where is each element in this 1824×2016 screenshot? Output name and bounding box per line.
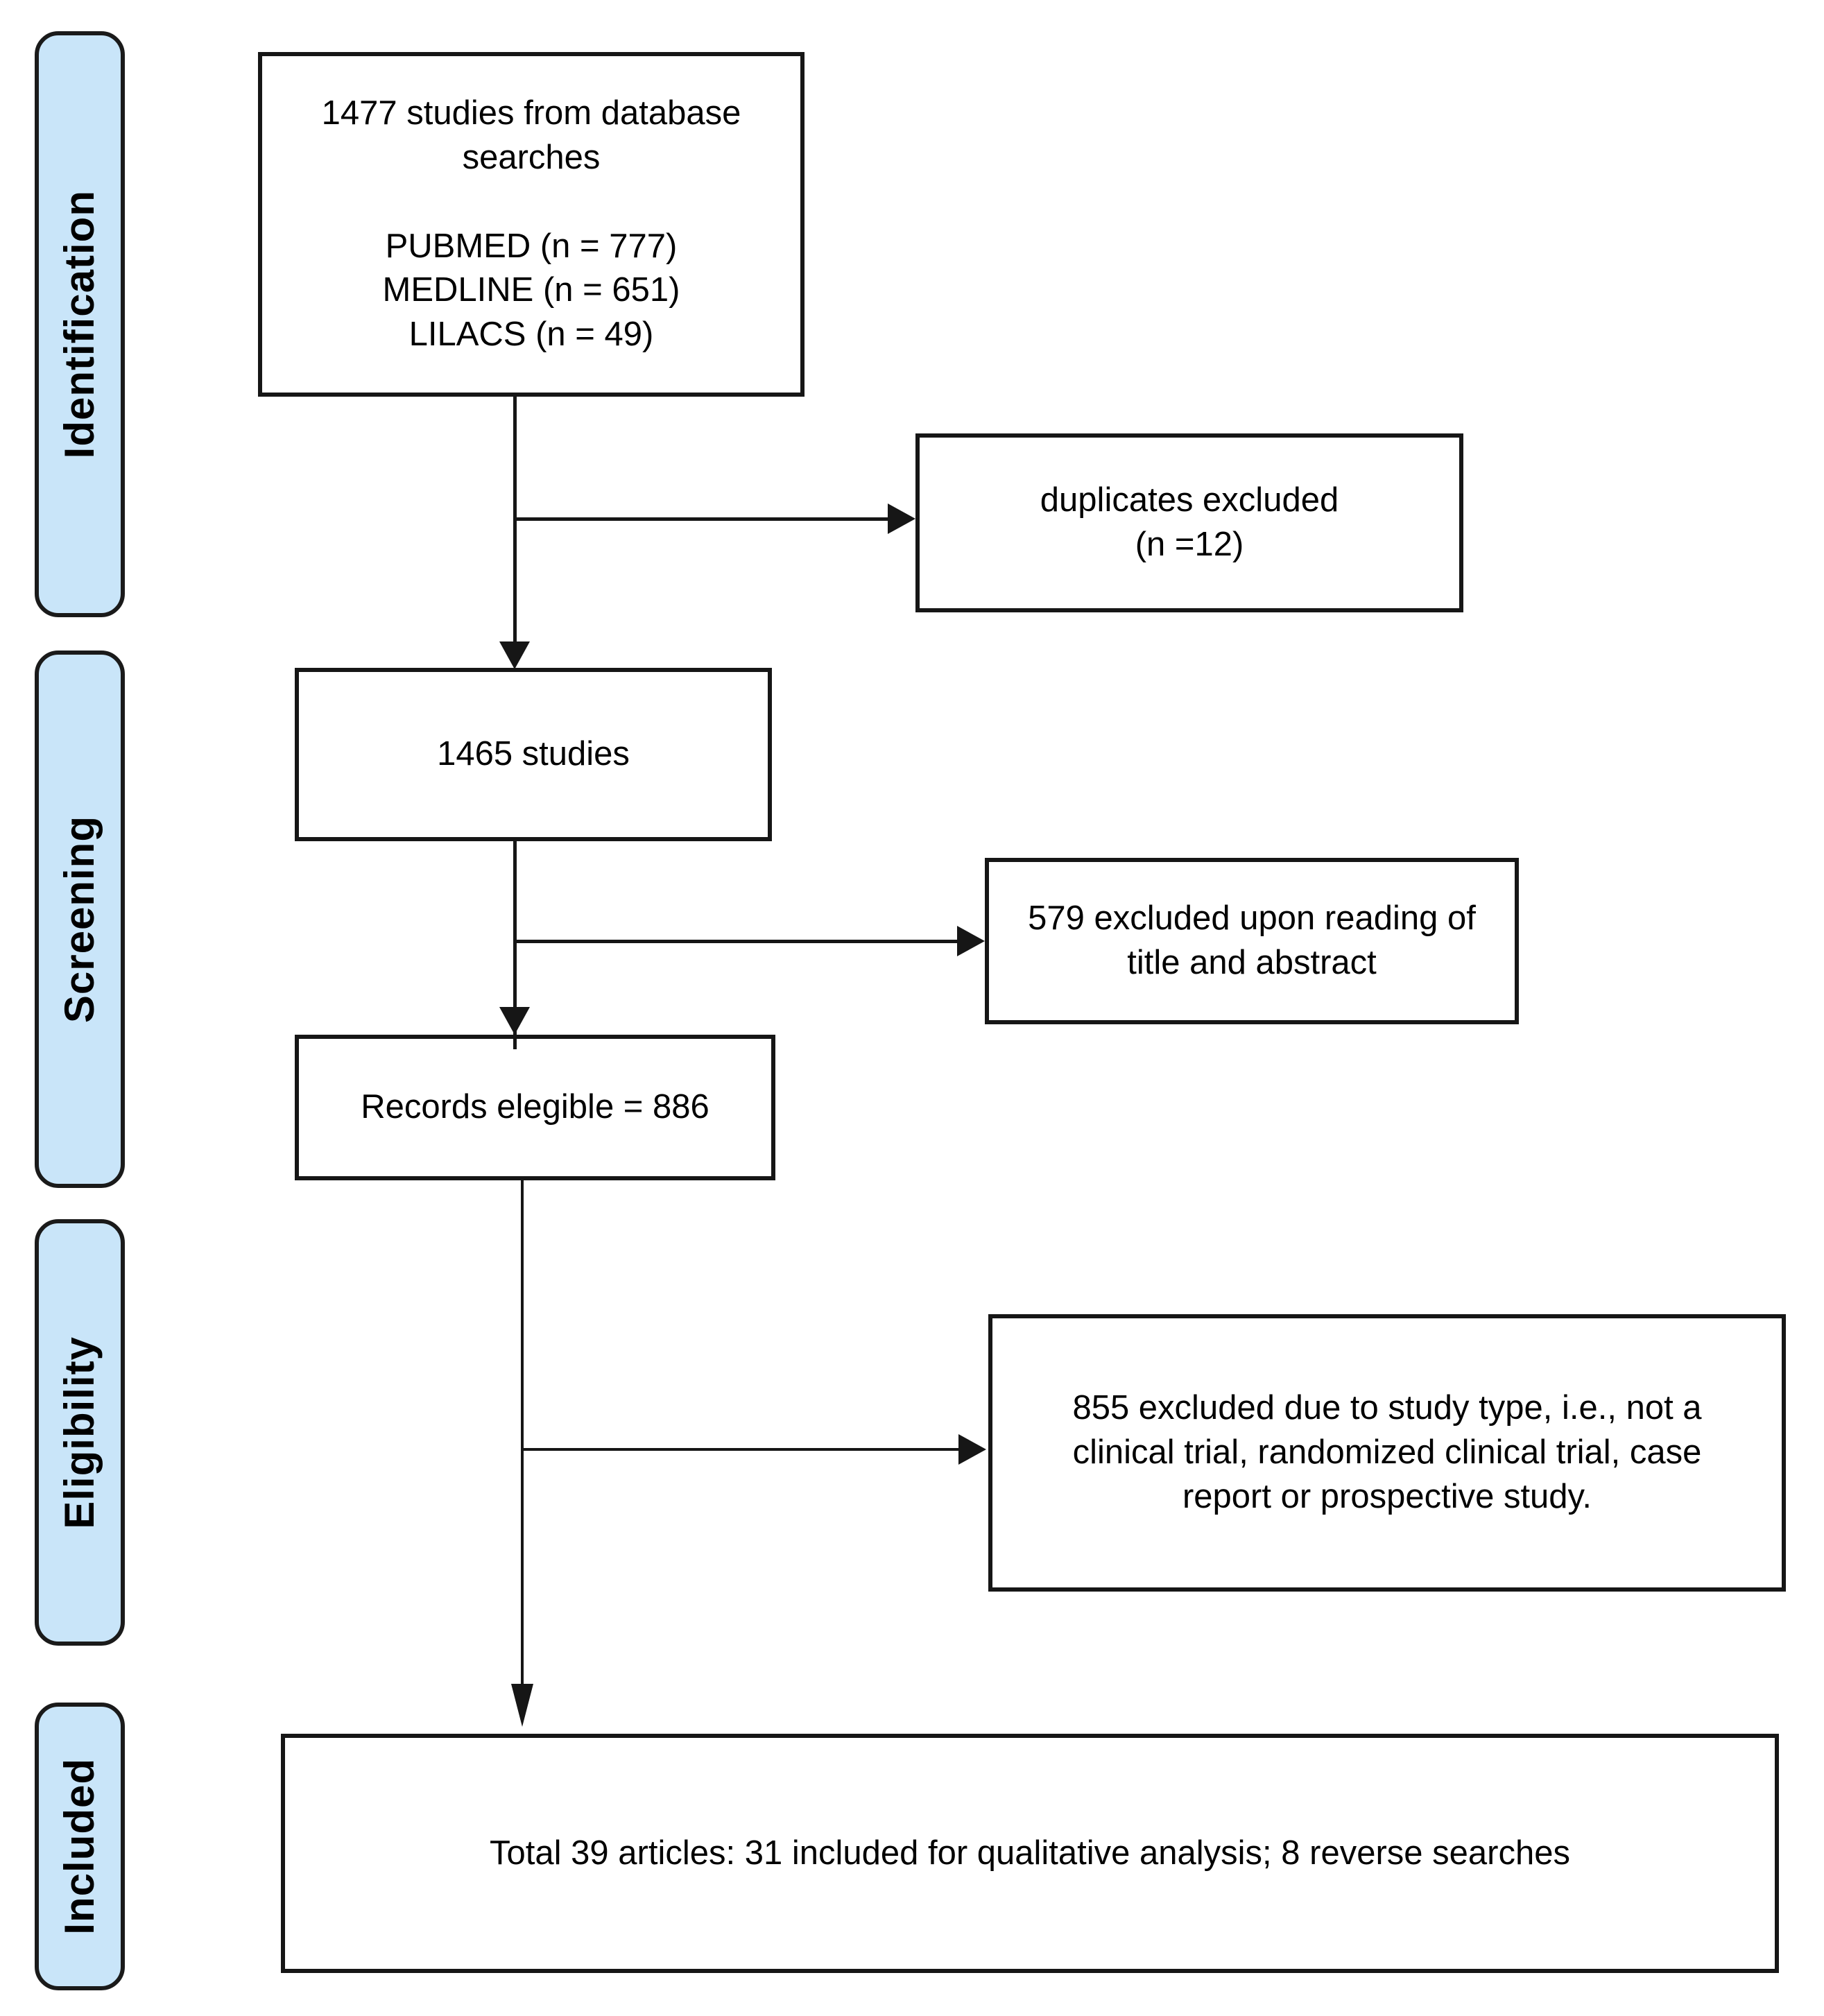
arrowhead-eligible-to-included: [511, 1684, 533, 1727]
box-study-type-excluded-text: 855 excluded due to study type, i.e., no…: [1072, 1389, 1702, 1515]
stage-pill-eligibility: Eligibility: [35, 1219, 125, 1646]
stage-pill-identification: Identification: [35, 31, 125, 617]
box-studies-after-duplicates: 1465 studies: [295, 668, 772, 841]
box-records-eligible: Records elegible = 886: [295, 1035, 775, 1180]
box-records-identified-text: 1477 studies from database searches PUBM…: [321, 94, 741, 353]
arrowhead-identified-to-screening: [499, 641, 530, 669]
stage-pill-screening: Screening: [35, 651, 125, 1188]
stage-label-screening: Screening: [56, 815, 103, 1024]
connector-eligible-to-included: [521, 1180, 524, 1713]
box-records-eligible-text: Records elegible = 886: [361, 1088, 709, 1126]
box-duplicates-excluded-text: duplicates excluded (n =12): [1040, 481, 1339, 563]
connector-screening-to-eligible: [513, 841, 517, 1049]
box-duplicates-excluded: duplicates excluded (n =12): [915, 433, 1463, 612]
box-title-abstract-excluded: 579 excluded upon reading of title and a…: [985, 858, 1519, 1024]
stage-pill-included: Included: [35, 1703, 125, 1990]
arrowhead-to-duplicates: [888, 503, 915, 534]
stage-label-included: Included: [56, 1758, 103, 1935]
arrowhead-to-title-abstract-excluded: [957, 926, 985, 956]
arrowhead-to-study-type-excluded: [958, 1434, 986, 1465]
arrowhead-screening-to-eligible: [499, 1007, 530, 1035]
stage-label-eligibility: Eligibility: [56, 1336, 103, 1529]
box-total-included-text: Total 39 articles: 31 included for quali…: [490, 1834, 1570, 1872]
box-studies-after-duplicates-text: 1465 studies: [437, 735, 630, 773]
box-study-type-excluded: 855 excluded due to study type, i.e., no…: [988, 1314, 1786, 1592]
connector-to-study-type-excluded: [521, 1448, 961, 1451]
box-total-included: Total 39 articles: 31 included for quali…: [281, 1734, 1779, 1973]
connector-identified-to-screening: [513, 397, 517, 660]
stage-label-identification: Identification: [56, 189, 103, 459]
box-records-identified: 1477 studies from database searches PUBM…: [258, 52, 805, 397]
connector-to-duplicates: [513, 517, 891, 521]
box-title-abstract-excluded-text: 579 excluded upon reading of title and a…: [1028, 899, 1476, 981]
connector-to-title-abstract-excluded: [513, 940, 961, 943]
